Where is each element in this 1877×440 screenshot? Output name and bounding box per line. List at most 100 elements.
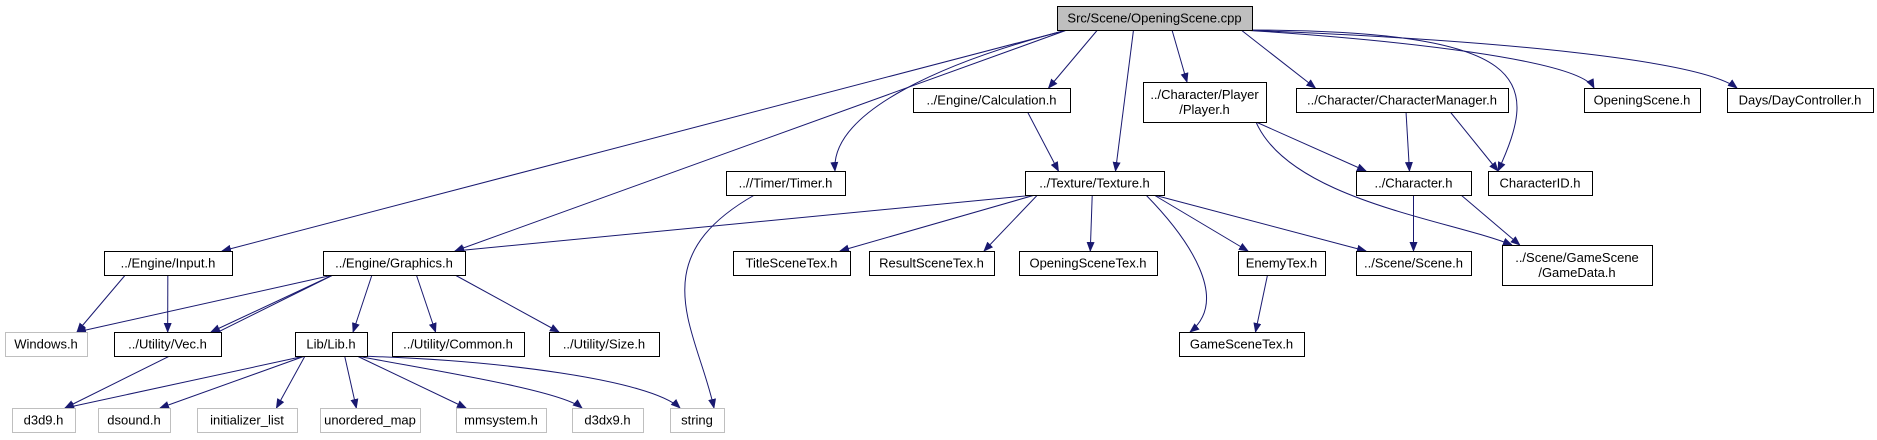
node-label: ../Scene/Scene.h — [1364, 256, 1463, 271]
node-windows-h: Windows.h — [5, 332, 88, 357]
node-label: OpeningSceneTex.h — [1029, 256, 1146, 271]
node-label: ../Texture/Texture.h — [1039, 176, 1150, 191]
node-character-h[interactable]: ../Character.h — [1356, 171, 1472, 196]
node-characterid-h[interactable]: CharacterID.h — [1488, 171, 1593, 196]
node-scene-gamescene-gamedata-h[interactable]: ../Scene/GameScene/GameData.h — [1502, 245, 1653, 286]
node-box — [1143, 82, 1267, 123]
node-utility-common-h[interactable]: ../Utility/Common.h — [392, 332, 525, 357]
node-box — [197, 408, 298, 433]
node-box — [572, 408, 644, 433]
node-box — [670, 408, 725, 433]
edge-engine-calculation-h-to-texture-texture-h — [1027, 111, 1059, 172]
edge-texture-texture-h-to-resultscenetex-h — [983, 194, 1038, 252]
node-box — [323, 251, 466, 276]
node-box — [869, 251, 995, 276]
node-scene-scene-h[interactable]: ../Scene/Scene.h — [1356, 251, 1472, 276]
node-label: /Player.h — [1179, 102, 1230, 117]
node-box — [1584, 88, 1701, 113]
node-box — [320, 408, 421, 433]
edge-engine-input-h-to-windows-h — [76, 274, 126, 333]
node-engine-graphics-h[interactable]: ../Engine/Graphics.h — [323, 251, 466, 276]
node-days-daycontroller-h[interactable]: Days/DayController.h — [1727, 88, 1874, 113]
node-unordered-map: unordered_map — [320, 408, 421, 433]
node-box — [295, 332, 368, 357]
node-box — [733, 251, 851, 276]
node-label: d3d9.h — [24, 413, 64, 428]
edge-src-scene-openingscene-cpp-to-texture-texture-h — [1112, 29, 1134, 172]
node-openingscene-h[interactable]: OpeningScene.h — [1584, 88, 1701, 113]
node-engine-input-h[interactable]: ../Engine/Input.h — [104, 251, 233, 276]
node-box — [1727, 88, 1874, 113]
edge-lib-lib-h-to-unordered-map — [344, 355, 359, 409]
edge-lib-lib-h-to-mmsystem-h — [356, 355, 467, 409]
node-label: ../Utility/Common.h — [403, 337, 513, 352]
node-box — [5, 332, 88, 357]
node-mmsystem-h: mmsystem.h — [456, 408, 547, 433]
node-box — [1296, 88, 1509, 113]
edge-src-scene-openingscene-cpp-to-engine-graphics-h — [454, 29, 1068, 252]
node-box — [1057, 6, 1253, 31]
edge-src-scene-openingscene-cpp-to-days-daycontroller-h — [1241, 29, 1738, 89]
node-label: ../Scene/GameScene — [1515, 250, 1639, 265]
node-box — [726, 171, 846, 196]
node-utility-vec-h[interactable]: ../Utility/Vec.h — [114, 332, 222, 357]
node-enemytex-h[interactable]: EnemyTex.h — [1238, 251, 1326, 276]
node-box — [392, 332, 525, 357]
edge-texture-texture-h-to-openingscenetex-h — [1086, 194, 1095, 252]
node-box — [1025, 171, 1165, 196]
node-box — [1356, 251, 1472, 276]
node-box — [549, 332, 660, 357]
node-texture-texture-h[interactable]: ../Texture/Texture.h — [1025, 171, 1165, 196]
node-label: ResultSceneTex.h — [879, 256, 984, 271]
node-titlescenetex-h[interactable]: TitleSceneTex.h — [733, 251, 851, 276]
node-d3dx9-h: d3dx9.h — [572, 408, 644, 433]
edge-lib-lib-h-to-dsound-h — [159, 355, 306, 409]
node-openingscenetex-h[interactable]: OpeningSceneTex.h — [1019, 251, 1158, 276]
node-label: TitleSceneTex.h — [745, 256, 837, 271]
node-utility-size-h[interactable]: ../Utility/Size.h — [549, 332, 660, 357]
node-label: CharacterID.h — [1500, 176, 1581, 191]
node-string: string — [670, 408, 725, 433]
node-label: ../Engine/Calculation.h — [926, 93, 1056, 108]
node-lib-lib-h[interactable]: Lib/Lib.h — [295, 332, 368, 357]
edge-lib-lib-h-to-d3dx9-h — [356, 355, 583, 409]
node-box — [98, 408, 171, 433]
edge-src-scene-openingscene-cpp-to-engine-calculation-h — [1047, 29, 1098, 89]
node-engine-calculation-h[interactable]: ../Engine/Calculation.h — [913, 88, 1071, 113]
edge-character-player-player-h-to-scene-gamescene-gamedata-h — [1255, 121, 1513, 246]
node-label: ../Character/CharacterManager.h — [1307, 93, 1497, 108]
node-label: Lib/Lib.h — [306, 337, 355, 352]
node-label: OpeningScene.h — [1594, 93, 1691, 108]
node-src-scene-openingscene-cpp[interactable]: Src/Scene/OpeningScene.cpp — [1057, 6, 1253, 31]
node-character-charactermanager-h[interactable]: ../Character/CharacterManager.h — [1296, 88, 1509, 113]
edge-lib-lib-h-to-d3d9-h — [64, 355, 306, 411]
node-label: initializer_list — [210, 413, 284, 428]
edge-lib-lib-h-to-initializer-list — [275, 355, 306, 409]
node-box — [1238, 251, 1326, 276]
edge-engine-graphics-h-to-windows-h — [76, 274, 334, 334]
node-label: GameSceneTex.h — [1190, 337, 1293, 352]
node-label: ../Character/Player — [1150, 87, 1259, 102]
node-box — [1019, 251, 1158, 276]
edge-engine-graphics-h-to-utility-vec-h — [210, 274, 334, 333]
edge-character-charactermanager-h-to-character-h — [1404, 111, 1413, 172]
edge-src-scene-openingscene-cpp-to-character-player-player-h — [1171, 29, 1189, 83]
node-box — [104, 251, 233, 276]
node-label: ../Character.h — [1374, 176, 1452, 191]
edge-texture-texture-h-to-engine-graphics-h — [454, 194, 1036, 255]
node-resultscenetex-h[interactable]: ResultSceneTex.h — [869, 251, 995, 276]
edge-engine-graphics-h-to-lib-lib-h — [352, 274, 373, 333]
node-dsound-h: dsound.h — [98, 408, 171, 433]
node-label: Src/Scene/OpeningScene.cpp — [1067, 11, 1241, 26]
node-box — [1356, 171, 1472, 196]
edge-src-scene-openingscene-cpp-to-engine-input-h — [221, 29, 1068, 253]
node-gamescenetex-h[interactable]: GameSceneTex.h — [1179, 332, 1305, 357]
node-label: string — [681, 413, 713, 428]
edge-layer — [64, 29, 1738, 411]
node-character-player-player-h[interactable]: ../Character/Player/Player.h — [1143, 82, 1267, 123]
node-label: dsound.h — [107, 413, 161, 428]
node-timer-timer-h[interactable]: ..//Timer/Timer.h — [726, 171, 846, 196]
node-box — [456, 408, 547, 433]
node-box — [1488, 171, 1593, 196]
